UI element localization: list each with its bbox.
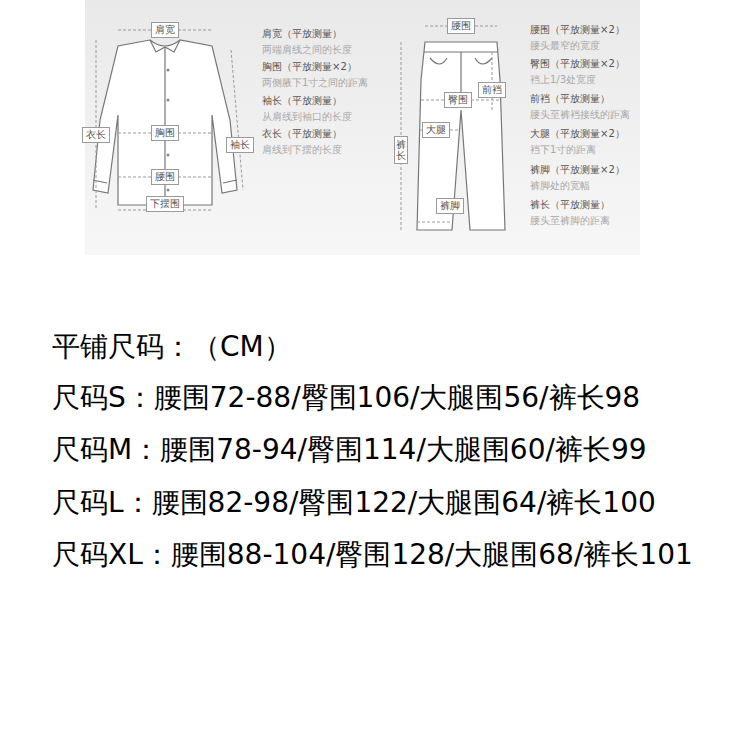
measure-tag: 下摆围 [146, 196, 184, 212]
measure-tag: 腰围 [447, 18, 475, 34]
measure-heading: 肩宽（平放测量） [262, 28, 342, 40]
tag-text: 下摆围 [150, 198, 180, 209]
tag-text: 胸围 [155, 127, 175, 138]
size-row: 尺码XL：腰围88-104/臀围128/大腿围68/裤长101 [52, 537, 693, 573]
tag-text: 腰围 [155, 171, 175, 182]
measure-tag: 袖长 [226, 137, 254, 153]
tag-text: 腰围 [451, 20, 471, 31]
measure-heading: 裤长（平放测量） [530, 199, 610, 211]
tag-text: 袖长 [230, 139, 250, 150]
measure-note: 腰头至裤脚的距离 [530, 215, 610, 227]
tag-text: 裤长 [396, 139, 406, 161]
measure-note: 裆下1寸的距离 [530, 144, 596, 156]
measure-tag: 肩宽 [151, 22, 179, 38]
measure-heading: 裤脚（平放测量×2） [530, 164, 625, 176]
measure-tag: 裤长 [394, 136, 408, 164]
measure-tag: 前裆 [478, 82, 506, 98]
size-row: 尺码L：腰围82-98/臀围122/大腿围64/裤长100 [52, 485, 656, 521]
measure-heading: 胸围（平放测量×2） [262, 61, 357, 73]
measure-tag: 裤脚 [436, 198, 464, 214]
pants-outline [417, 42, 505, 230]
tag-text: 前裆 [482, 84, 502, 95]
shirt-outline [93, 40, 237, 205]
size-row: 平铺尺码：（CM） [52, 329, 292, 365]
measure-heading: 衣长（平放测量） [262, 128, 342, 140]
tag-text: 裤脚 [440, 200, 460, 211]
tag-text: 衣长 [86, 129, 106, 140]
tag-text: 臀围 [448, 94, 468, 105]
tag-text: 肩宽 [155, 24, 175, 35]
tag-text: 大腿 [426, 124, 446, 135]
measure-note: 肩线到下摆的长度 [262, 144, 342, 156]
measure-tag: 衣长 [82, 127, 110, 143]
measure-heading: 前裆（平放测量） [530, 93, 610, 105]
measure-heading: 臀围（平放测量×2） [530, 58, 625, 70]
measure-tag: 大腿 [422, 122, 450, 138]
pants-measure-lines [401, 26, 501, 230]
measure-heading: 袖长（平放测量） [262, 95, 342, 107]
measure-note: 从肩线到袖口的长度 [262, 111, 352, 123]
measure-heading: 腰围（平放测量×2） [530, 24, 625, 36]
size-row: 尺码M：腰围78-94/臀围114/大腿围60/裤长99 [52, 432, 647, 468]
measure-tag: 臀围 [444, 92, 472, 108]
measure-note: 裤脚处的宽幅 [530, 180, 590, 192]
measure-tag: 腰围 [151, 169, 179, 185]
measure-note: 两端肩线之间的长度 [262, 44, 352, 56]
banner-ground [85, 0, 640, 255]
measure-note: 两侧腋下1寸之间的距离 [262, 77, 368, 89]
measure-note: 腰头至裤裆接线的距离 [530, 109, 630, 121]
shirt-measure-lines [96, 30, 243, 210]
measure-tag: 胸围 [151, 125, 179, 141]
measure-heading: 大腿（平放测量×2） [530, 128, 625, 140]
measure-note: 腰头最窄的宽度 [530, 40, 600, 52]
measure-note: 裆上1/3处宽度 [530, 74, 596, 86]
size-row: 尺码S：腰围72-88/臀围106/大腿围56/裤长98 [52, 380, 640, 416]
